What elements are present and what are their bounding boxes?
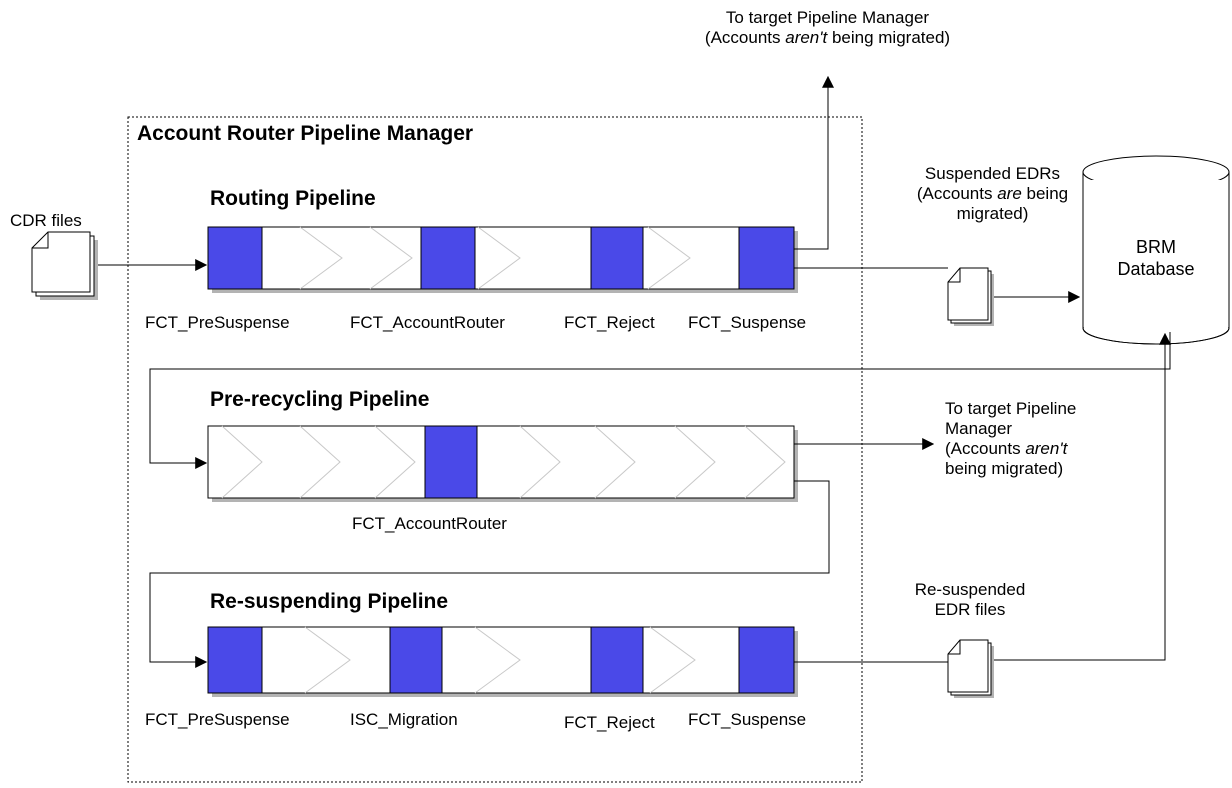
filter-block (590, 626, 644, 694)
chevron-icon (304, 626, 351, 694)
routing-filter-label: FCT_AccountRouter (350, 313, 505, 332)
right-destination-line2: Manager (945, 419, 1013, 438)
resuspending-pipeline-title: Re-suspending Pipeline (210, 590, 449, 613)
chevron-icon (594, 425, 636, 499)
suspended-edrs-line3: migrated) (956, 204, 1029, 223)
chevron-icon (647, 226, 691, 290)
chevron-icon (474, 626, 521, 694)
chevron-icon (519, 425, 561, 499)
filter-block (420, 226, 476, 290)
resuspended-label: Re-suspended EDR files (880, 580, 1060, 620)
connectors (98, 75, 1171, 668)
arrow-doc-to-db-return (994, 332, 1171, 661)
right-destination-label: To target Pipeline Manager (Accounts are… (945, 399, 1076, 479)
prerecycling-pipeline-box (207, 425, 798, 502)
suspended-edrs-line2: (Accounts are being (916, 184, 1069, 203)
top-destination-line2: (Accounts aren't being migrated) (704, 28, 951, 47)
arrow-db-to-prerecycling (149, 332, 1171, 469)
suspended-edrs-label: Suspended EDRs (Accounts are being migra… (895, 164, 1090, 224)
filter-block (207, 626, 263, 694)
resuspending-pipeline-box (207, 626, 798, 697)
manager-boundary (127, 116, 863, 783)
prerecycling-pipeline-title: Pre-recycling Pipeline (210, 388, 430, 411)
filter-block (738, 226, 795, 290)
document-stack-icon (31, 231, 98, 300)
routing-filter-label: FCT_Reject (564, 313, 655, 332)
chevron-icon (744, 425, 786, 499)
chevron-icon (299, 226, 343, 290)
resuspending-filter-label: FCT_Reject (564, 713, 655, 732)
arrow-routing-to-top-target (794, 75, 834, 250)
prerecycling-filter-label: FCT_AccountRouter (352, 514, 507, 533)
top-destination-label: To target Pipeline Manager (Accounts are… (655, 8, 1000, 48)
filter-block (424, 425, 478, 499)
cdr-files-label: CDR files (10, 211, 82, 230)
right-destination-line1: To target Pipeline (945, 399, 1077, 418)
routing-filter-label: FCT_Suspense (688, 313, 807, 332)
filter-block (590, 226, 644, 290)
suspended-edrs-line1: Suspended EDRs (924, 164, 1061, 183)
routing-pipeline-box (207, 226, 798, 293)
arrow-prerecycling-to-resuspending (149, 480, 830, 668)
manager-title: Account Router Pipeline Manager (137, 122, 474, 145)
database-cylinder-icon (1082, 155, 1230, 345)
routing-pipeline-title: Routing Pipeline (210, 187, 376, 210)
filter-block (389, 626, 443, 694)
chevron-icon (674, 425, 716, 499)
chevron-icon (374, 425, 416, 499)
resuspending-filter-label: FCT_Suspense (688, 710, 807, 729)
top-destination-line1: To target Pipeline Manager (725, 8, 930, 27)
document-stack-icon (947, 639, 994, 698)
filter-block (738, 626, 795, 694)
chevron-icon (221, 425, 263, 499)
chevron-icon (649, 626, 696, 694)
filter-block (207, 226, 263, 290)
chevron-icon (369, 226, 413, 290)
routing-filter-label: FCT_PreSuspense (145, 313, 290, 332)
right-destination-line4: being migrated) (945, 459, 1064, 478)
right-destination-line3: (Accounts aren't (945, 439, 1068, 458)
resuspending-filter-label: ISC_Migration (350, 710, 458, 729)
chevron-icon (299, 425, 341, 499)
database-label: BRM Database (1083, 236, 1229, 280)
document-stack-icon (947, 267, 994, 326)
resuspended-line2: EDR files (934, 600, 1006, 619)
resuspending-filter-label: FCT_PreSuspense (145, 710, 290, 729)
chevron-icon (477, 226, 521, 290)
resuspended-line1: Re-suspended (914, 580, 1026, 599)
database-line1: BRM (1136, 237, 1176, 257)
database-line2: Database (1117, 259, 1195, 279)
